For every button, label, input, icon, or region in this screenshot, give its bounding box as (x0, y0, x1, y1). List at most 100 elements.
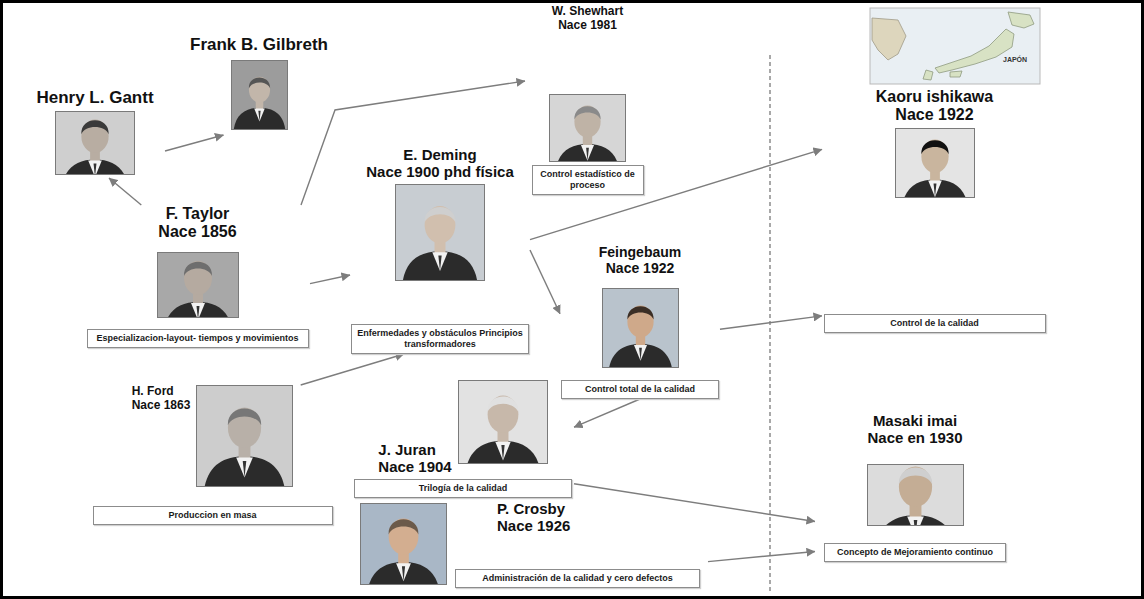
photo-face (574, 106, 600, 138)
influence-arrow (708, 552, 815, 562)
person-node: F. TaylorNace 1856Especializacion-layout… (85, 205, 310, 348)
map-sea (870, 8, 1040, 84)
portrait-photo (196, 385, 293, 487)
photo-hair (898, 467, 931, 484)
map-land (872, 18, 906, 60)
photo-face (248, 77, 269, 103)
person-node: E. DemingNace 1900 phd físicaEnfermedade… (350, 146, 530, 354)
birth-year: Nace 1922 (876, 106, 993, 124)
photo-background (550, 94, 625, 162)
photo-suit (901, 179, 967, 197)
birth-year: Nace 1856 (158, 223, 236, 241)
name-column: J. JuranNace 1904 (378, 441, 451, 476)
photo-hair (487, 396, 518, 412)
photo-background (603, 288, 678, 368)
name-block: E. DemingNace 1900 phd física (366, 146, 514, 181)
photo-frame (867, 447, 964, 544)
birth-year: Nace 1981 (552, 19, 623, 33)
photo-suit (465, 441, 540, 464)
person-row: H. FordNace 1863 (132, 385, 294, 502)
photo-suit (164, 302, 232, 318)
photo-background (396, 184, 484, 281)
photo-background (158, 252, 238, 318)
photo-tie (243, 461, 247, 478)
caption-box: Control estadístico de proceso (532, 165, 644, 195)
caption-box: Concepto de Mejoramiento continuo (824, 543, 1006, 562)
caption-text: Produccion en masa (99, 510, 327, 521)
photo-shirt (88, 161, 102, 175)
portrait-photo (55, 111, 135, 175)
birth-year: Nace 1904 (378, 458, 451, 475)
photo-suit (875, 515, 956, 526)
map-island (935, 29, 1014, 73)
person-name: Frank B. Gilbreth (190, 35, 328, 55)
caption-box: Administración de la calidad y cero defe… (455, 569, 700, 588)
caption-box: Control total de la calidad (561, 380, 719, 399)
photo-face (81, 120, 108, 153)
photo-frame (602, 276, 679, 380)
portrait-photo (231, 60, 288, 130)
photo-shirt (396, 563, 411, 581)
photo-suit (403, 251, 478, 281)
photo-tie (913, 520, 917, 526)
photo-face (184, 261, 212, 295)
photo-tie (586, 148, 589, 161)
portrait-photo (458, 380, 548, 464)
photo-hair (183, 262, 211, 276)
portrait-photo (602, 288, 679, 368)
portrait-photo (895, 128, 975, 198)
photo-hair (627, 306, 653, 319)
caption-box: Control de la calidad (824, 314, 1046, 333)
influence-arrow (530, 250, 560, 314)
name-block: FeingebaumNace 1922 (599, 244, 681, 276)
photo-face (389, 519, 419, 555)
photo-shirt (495, 442, 510, 461)
photo-tie (94, 163, 97, 175)
photo-tie (402, 566, 405, 581)
photo-shirt (633, 345, 646, 361)
birth-year: Nace 1900 phd física (366, 163, 514, 180)
caption-box: Especializacion-layout- tiempos y movimi… (87, 329, 309, 348)
person-node: Henry L. Gantt (25, 88, 165, 178)
map-island (1008, 12, 1034, 28)
photo-hair (228, 408, 261, 425)
photo-face (228, 408, 261, 448)
person-node: Kaoru ishikawaNace 1922Control de la cal… (822, 88, 1047, 333)
name-block: Henry L. Gantt (36, 88, 153, 108)
photo-suit (367, 562, 439, 585)
person-node: FeingebaumNace 1922Control total de la c… (560, 244, 720, 399)
photo-shirt (907, 516, 924, 526)
photo-frame (157, 242, 239, 329)
caption-text: Enfermedades y obstáculos Principios tra… (357, 328, 523, 350)
influence-arrow (574, 484, 815, 522)
photo-shirt (254, 108, 265, 121)
name-block: Masaki imaiNace en 1930 (867, 412, 962, 447)
name-block: W. ShewhartNace 1981 (552, 5, 623, 33)
person-node: Frank B. Gilbreth (188, 35, 330, 135)
photo-background (231, 61, 288, 129)
photo-shirt (191, 303, 205, 318)
person-name: J. Juran (378, 441, 451, 458)
caption-text: Control de la calidad (830, 318, 1040, 329)
name-block: F. TaylorNace 1856 (158, 205, 236, 242)
photo-tie (258, 111, 260, 122)
photo-shirt (581, 145, 594, 161)
influence-arrow (301, 354, 404, 385)
photo-suit (556, 144, 620, 162)
caption-text: Concepto de Mejoramiento continuo (830, 547, 1000, 558)
photo-hair (921, 140, 948, 154)
person-name: P. Crosby (497, 500, 708, 517)
person-node: J. JuranNace 1904Trilogía de la calidad (352, 380, 574, 498)
map-label: JAPÓN (1003, 56, 1027, 63)
portrait-photo (395, 184, 485, 281)
person-name: F. Taylor (158, 205, 236, 223)
name-column: H. FordNace 1863 (132, 385, 191, 413)
person-node: H. FordNace 1863Produccion en masa (90, 385, 335, 525)
divider-line (769, 55, 770, 592)
person-name: W. Shewhart (552, 5, 623, 19)
caption-box: Enfermedades y obstáculos Principios tra… (351, 324, 529, 354)
influence-arrow (530, 149, 822, 239)
japan-map (870, 8, 1040, 84)
person-name: Kaoru ishikawa (876, 88, 993, 106)
